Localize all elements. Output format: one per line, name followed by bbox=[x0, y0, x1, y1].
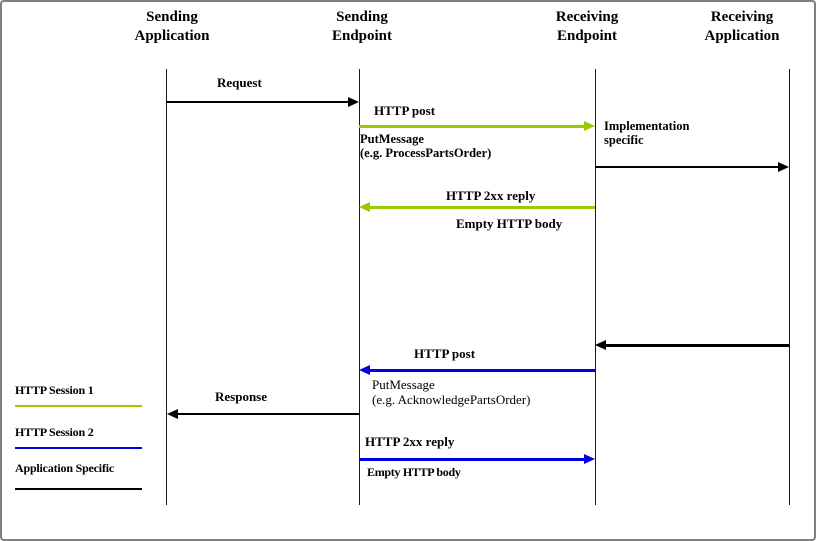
actor-receiving-endpoint: Receiving Endpoint bbox=[555, 9, 619, 44]
arrowhead-right-icon bbox=[584, 121, 595, 131]
impl-specific-note: Implementation specific bbox=[604, 119, 690, 147]
http-reply-1-label: HTTP 2xx reply bbox=[446, 188, 536, 203]
lifeline-receiving-endpoint bbox=[595, 69, 596, 505]
legend-http-session-1-line bbox=[15, 405, 142, 407]
legend-application-specific-line bbox=[15, 488, 142, 490]
request-arrow bbox=[167, 97, 359, 107]
legend-http-session-2-line bbox=[15, 447, 142, 449]
http-post-1-label: HTTP post bbox=[374, 103, 436, 118]
lifeline-sending-endpoint bbox=[359, 69, 360, 505]
lifeline-sending-application bbox=[166, 69, 167, 505]
http-post-2-note: PutMessage (e.g. AcknowledgePartsOrder) bbox=[372, 377, 531, 407]
arrow-shaft bbox=[359, 457, 586, 461]
arrowhead-right-icon bbox=[584, 454, 595, 464]
request-label: Request bbox=[217, 75, 262, 90]
arrow-shaft bbox=[595, 166, 780, 168]
legend-application-specific-label: Application Specific bbox=[15, 461, 115, 475]
http-post-1-note: PutMessage (e.g. ProcessPartsOrder) bbox=[360, 132, 492, 160]
actor-sending-endpoint: Sending Endpoint bbox=[331, 9, 393, 44]
http-reply-2-label: HTTP 2xx reply bbox=[365, 434, 455, 449]
http-reply-2-arrow bbox=[359, 454, 595, 464]
arrowhead-right-icon bbox=[778, 162, 789, 172]
lifeline-receiving-application bbox=[789, 69, 790, 505]
http-reply-1-arrow bbox=[359, 202, 595, 212]
arrow-shaft bbox=[368, 368, 595, 372]
arrow-shaft bbox=[368, 205, 595, 209]
http-reply-2-note: Empty HTTP body bbox=[367, 465, 461, 479]
response-label: Response bbox=[215, 389, 268, 404]
arrowhead-left-icon bbox=[595, 340, 606, 350]
arrowhead-left-icon bbox=[167, 409, 178, 419]
http-reply-1-note: Empty HTTP body bbox=[456, 216, 563, 231]
arrow-shaft bbox=[604, 343, 789, 347]
arrow-shaft bbox=[167, 101, 350, 103]
response-arrow bbox=[167, 409, 359, 419]
arrowhead-left-icon bbox=[359, 202, 370, 212]
http-post-2-label: HTTP post bbox=[414, 346, 476, 361]
http-post-2-arrow bbox=[359, 365, 595, 375]
impl-specific-arrow bbox=[595, 162, 789, 172]
http-post-1-arrow bbox=[359, 121, 595, 131]
app-return-arrow bbox=[595, 340, 789, 350]
arrowhead-right-icon bbox=[348, 97, 359, 107]
legend-http-session-1-label: HTTP Session 1 bbox=[15, 383, 94, 397]
legend-http-session-2-label: HTTP Session 2 bbox=[15, 425, 94, 439]
arrow-shaft bbox=[176, 413, 359, 415]
actor-sending-application: Sending Application bbox=[134, 9, 210, 44]
actor-receiving-application: Receiving Application bbox=[704, 9, 780, 44]
arrowhead-left-icon bbox=[359, 365, 370, 375]
arrow-shaft bbox=[359, 124, 586, 128]
